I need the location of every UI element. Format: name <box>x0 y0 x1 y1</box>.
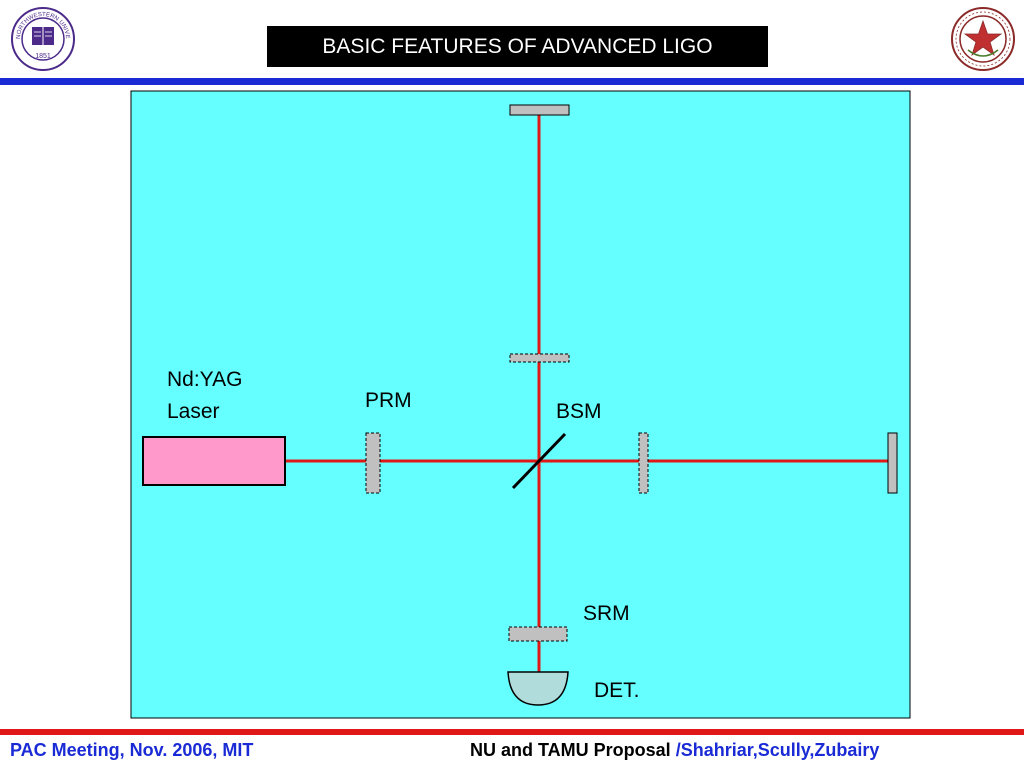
bsm-label: BSM <box>556 400 602 423</box>
input-mirror-horizontal-arm <box>638 432 649 494</box>
srm-label: SRM <box>583 602 630 625</box>
texas-am-seal-logo <box>951 7 1015 71</box>
diagram-panel <box>130 90 911 719</box>
beam-splitter-mirror <box>511 432 567 490</box>
power-recycling-mirror <box>365 432 381 494</box>
northwestern-seal-year: 1851 <box>35 53 51 60</box>
northwestern-seal-logo: NORTHWESTERN UNIVERSITY 1851 <box>10 6 75 71</box>
footer-proposal-text: NU and TAMU Proposal /Shahriar,Scully,Zu… <box>470 740 879 761</box>
footer-rule <box>0 729 1024 735</box>
det-label: DET. <box>594 679 640 702</box>
slide-title: BASIC FEATURES OF ADVANCED LIGO <box>267 26 768 67</box>
end-mirror-right <box>887 432 898 494</box>
header-rule <box>0 78 1024 85</box>
input-mirror-vertical-arm <box>509 353 570 363</box>
prm-label: PRM <box>365 389 412 412</box>
footer-proposal-label: NU and TAMU Proposal <box>470 740 676 760</box>
footer-authors: /Shahriar,Scully,Zubairy <box>675 740 880 760</box>
end-mirror-top <box>509 104 570 116</box>
signal-recycling-mirror <box>508 626 568 642</box>
nd-yag-laser-box <box>142 436 286 486</box>
laser-label-line2: Laser <box>167 400 220 423</box>
footer-meeting-text: PAC Meeting, Nov. 2006, MIT <box>10 740 254 760</box>
photodetector <box>507 671 569 706</box>
laser-label-line1: Nd:YAG <box>167 368 242 391</box>
